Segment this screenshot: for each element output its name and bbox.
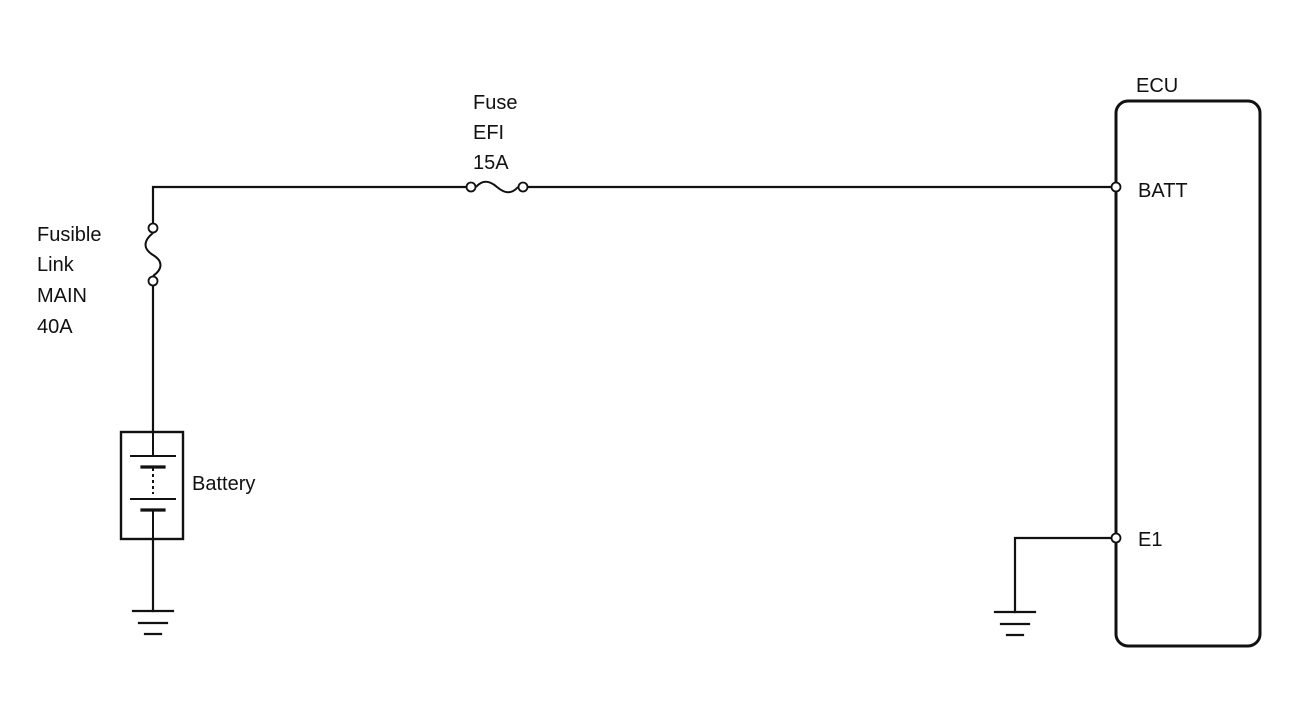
ecu-pin-e1-label: E1 (1138, 529, 1162, 551)
fuse-left-terminal (465, 181, 477, 193)
fusible-link-symbol (144, 222, 162, 287)
fusible-link-label-line-1: Fusible (37, 224, 101, 246)
fusible-link-label-line-2: Link (37, 254, 75, 276)
fuse-label-line-2: EFI (473, 122, 504, 144)
fusible-link-element (144, 232, 162, 277)
ecu-e1-terminal (1110, 532, 1122, 544)
fuse-label-line-1: Fuse (473, 92, 517, 114)
battery-label: Battery (192, 473, 255, 495)
ecu-box (1114, 99, 1262, 648)
fusible-link-label-line-4: 40A (37, 316, 73, 338)
fusible-link-label: Fusible Link MAIN 40A (37, 224, 101, 338)
fuse-label-line-3: 15A (473, 152, 509, 174)
fuse-element (475, 180, 519, 194)
ecu-batt-terminal (1110, 181, 1122, 193)
fusible-link-bottom-terminal (147, 275, 159, 287)
ecu-title: ECU (1136, 75, 1178, 97)
fusible-link-label-line-3: MAIN (37, 285, 87, 307)
ecu-pin-batt-label: BATT (1138, 180, 1188, 202)
fuse-right-terminal (517, 181, 529, 193)
fusible-link-top-terminal (147, 222, 159, 234)
battery-symbol (119, 430, 185, 541)
wire-e1-to-ground (1013, 536, 1113, 614)
fuse-label: Fuse EFI 15A (473, 92, 517, 174)
ground-symbol-battery (131, 609, 175, 636)
fuse-efi-symbol (465, 180, 529, 194)
wire-fusible-link-to-fuse (151, 185, 473, 230)
ground-symbol-ecu (993, 610, 1037, 637)
